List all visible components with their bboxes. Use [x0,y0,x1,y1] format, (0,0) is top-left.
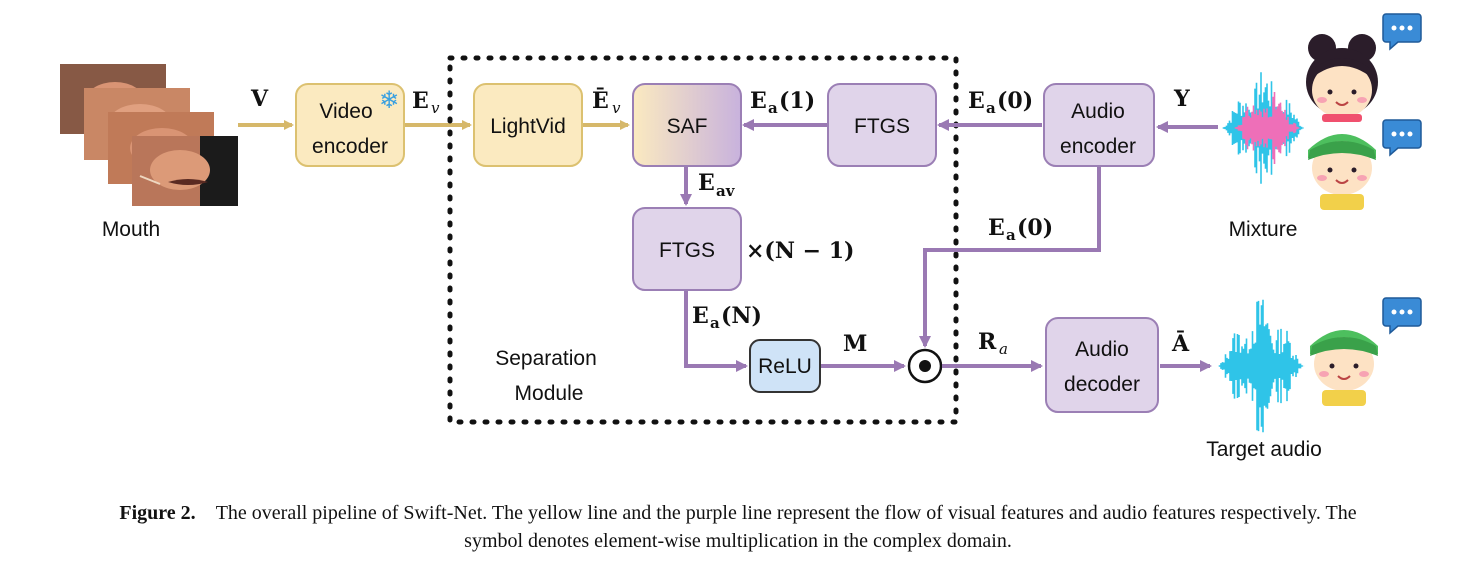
caption-text-1: The overall pipeline of Swift-Net. The y… [215,502,1357,524]
separation-label-1: Separation [495,347,597,370]
separation-module-frame [447,55,959,425]
audio-encoder-box [1043,83,1155,167]
figure-label: Figure 2. [119,502,196,524]
girl-avatar-icon [1306,34,1378,122]
waveform-icon [1218,299,1305,433]
ebar-v-subscript: v [612,99,621,117]
ea1-arg: (1) [779,88,815,114]
target-audio-label: Target audio [1206,438,1322,461]
ea0-top-arg: (0) [997,88,1033,114]
audio-encoder-label-2: encoder [1060,135,1136,158]
mixture-label: Mixture [1229,218,1298,241]
abar-symbol: Ā [1171,330,1190,357]
ev-subscript: v [431,99,440,117]
m-symbol: M [843,331,867,357]
boy-avatar-icon [1308,134,1376,210]
ean-arg: (N) [721,303,762,329]
ftgs-top-label: FTGS [854,115,910,138]
video-encoder-box [295,83,405,167]
ra-subscript: a [999,340,1008,358]
ftgs-mid-label: FTGS [659,239,715,262]
ev-symbol: E [412,88,429,114]
lightvid-box [473,83,583,167]
ean-arrow [684,291,748,372]
ftgs-mid-box [632,207,742,291]
ea0-skip-arg: (0) [1017,215,1053,241]
ean-subscript: a [710,314,720,332]
ea0-skip-symbol: E [988,215,1005,241]
ea0-top-symbol: E [968,88,985,114]
saf-box [632,83,742,167]
waveform-icon [1222,72,1304,184]
mouth-label: Mouth [102,218,160,241]
v-symbol: V [250,86,269,112]
audio-decoder-label-1: Audio [1075,338,1129,361]
ea1-subscript: a [768,99,778,117]
ea0-top-subscript: a [986,99,996,117]
audio-decoder-box [1045,317,1159,413]
figure-caption-line-2: symbol denotes element-wise multiplicati… [0,530,1476,553]
separation-label-2: Module [515,382,584,405]
chat-bubble-icon [1382,297,1422,335]
snowflake-icon: ❄ [379,86,399,114]
face-photo-stack-icon [60,64,238,206]
ea0-skip-subscript: a [1006,226,1016,244]
multiply-operator [907,348,943,384]
chat-bubble-icon [1382,13,1422,51]
ra-symbol: R [978,329,997,355]
ea1-symbol: E [750,88,767,114]
repeat-count: ×(N − 1) [746,238,854,264]
ean-symbol: E [692,303,709,329]
ftgs-top-box [827,83,937,167]
audio-decoder-label-2: decoder [1064,373,1140,396]
relu-label: ReLU [758,355,812,378]
video-encoder-label-1: Video [319,100,372,123]
y-symbol: Y [1173,86,1190,112]
saf-label: SAF [667,115,708,138]
eav-symbol: E [698,170,715,196]
ea0-skip-arrow [919,167,1101,348]
relu-box [749,339,821,393]
audio-encoder-label-1: Audio [1071,100,1125,123]
figure-caption-line-1: Figure 2. The overall pipeline of Swift-… [0,502,1476,525]
video-encoder-label-2: encoder [312,135,388,158]
lightvid-label: LightVid [490,115,566,138]
chat-bubble-icon [1382,119,1422,157]
caption-text-2: symbol denotes element-wise multiplicati… [464,530,1012,552]
boy-avatar-icon [1310,330,1378,406]
ebar-v-symbol: Ē [592,87,609,114]
eav-subscript: av [716,182,736,200]
